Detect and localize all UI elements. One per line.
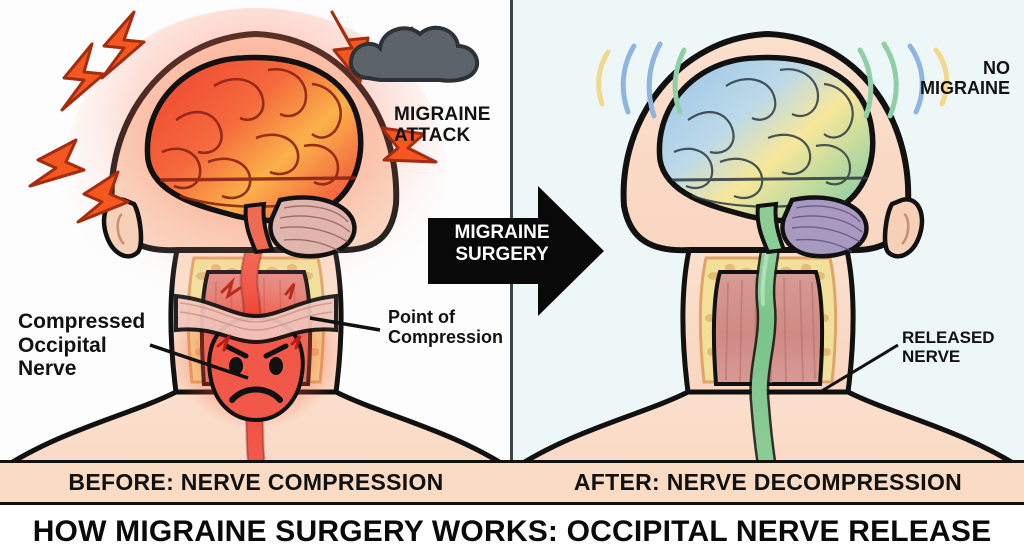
caption-after: AFTER: NERVE DECOMPRESSION [512,460,1024,505]
label-migraine-attack: MIGRAINE ATTACK [394,104,491,147]
figure-title: HOW MIGRAINE SURGERY WORKS: OCCIPITAL NE… [32,515,992,548]
label-no-migraine: NO MIGRAINE [920,58,1010,99]
brainstem-after [755,201,787,255]
label-released-nerve: RELEASED NERVE [902,328,995,367]
label-compressed-occipital-nerve: Compressed Occipital Nerve [18,310,146,381]
migraine-surgery-arrow: MIGRAINE SURGERY [428,186,604,316]
cerebrum-after [656,54,876,224]
storm-cloud-icon [349,25,480,83]
caption-before-text: BEFORE: NERVE COMPRESSION [68,469,444,495]
label-point-of-compression: Point of Compression [388,307,504,348]
ear-after [882,197,925,259]
arrow-shape [428,186,604,316]
brain-sulci-after [671,68,869,208]
arrow-label: MIGRAINE SURGERY [454,222,550,266]
calm-waves-left [596,41,687,119]
brainstem-before [243,201,275,255]
arrow-path [428,186,604,316]
figure-title-bar: HOW MIGRAINE SURGERY WORKS: OCCIPITAL NE… [0,505,1024,559]
calm-waves-right [857,41,950,119]
caption-after-text: AFTER: NERVE DECOMPRESSION [573,469,963,495]
cerebrum-before [144,54,364,224]
caption-before: BEFORE: NERVE COMPRESSION [0,460,512,505]
